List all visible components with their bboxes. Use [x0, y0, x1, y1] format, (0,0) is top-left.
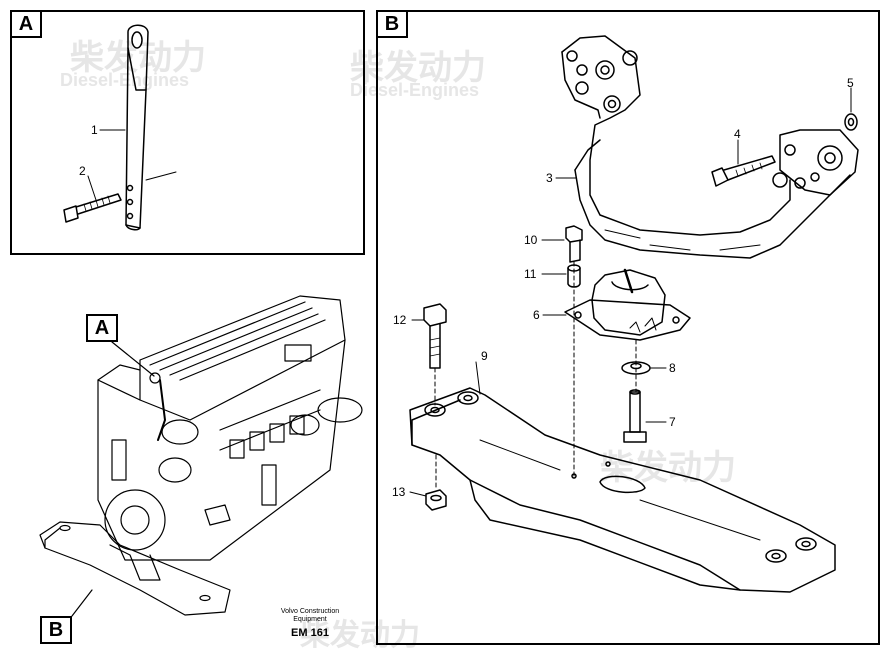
detail-panel-a [10, 10, 365, 255]
bolt-part-10 [565, 225, 583, 263]
bolt-part-7 [623, 389, 647, 443]
nut-part-13 [425, 489, 447, 511]
callout-6: 6 [533, 308, 540, 322]
bolt-part-2 [63, 193, 122, 223]
callout-2: 2 [79, 164, 86, 178]
leader-lines [409, 87, 852, 497]
callout-11: 11 [524, 267, 537, 281]
rubber-mount-part-6 [564, 268, 691, 341]
bolt-part-4 [711, 155, 776, 187]
callout-7: 7 [669, 415, 676, 429]
overview-tag-a: A [86, 314, 118, 342]
lifting-bracket-part [125, 24, 177, 231]
callout-10: 10 [524, 233, 538, 247]
panel-b-tag: B [376, 10, 408, 38]
callout-9: 9 [481, 349, 488, 363]
callout-1: 1 [91, 123, 98, 137]
assembly-lines [434, 261, 637, 491]
overview-tag-b: B [40, 616, 72, 644]
footer-line-2: Equipment [293, 616, 327, 623]
figure-code: EM 161 [291, 627, 329, 639]
crossmember-overview [39, 521, 231, 616]
callout-3: 3 [546, 171, 553, 185]
footer-line-1: Volvo Construction [280, 608, 340, 615]
bolt-part-12 [423, 303, 447, 369]
engine-overview [97, 295, 363, 561]
engine-bracket-part-3 [561, 35, 859, 259]
footer-credit: Volvo Construction Equipment EM 161 [262, 608, 358, 639]
crossmember-part-9 [409, 387, 836, 593]
callout-5: 5 [847, 76, 854, 90]
callout-13: 13 [392, 485, 406, 499]
callout-8: 8 [669, 361, 676, 375]
callout-4: 4 [734, 127, 741, 141]
washer-part-5 [844, 113, 858, 131]
callout-12: 12 [393, 313, 407, 327]
detail-panel-b [376, 10, 880, 645]
panel-a-tag: A [10, 10, 42, 38]
